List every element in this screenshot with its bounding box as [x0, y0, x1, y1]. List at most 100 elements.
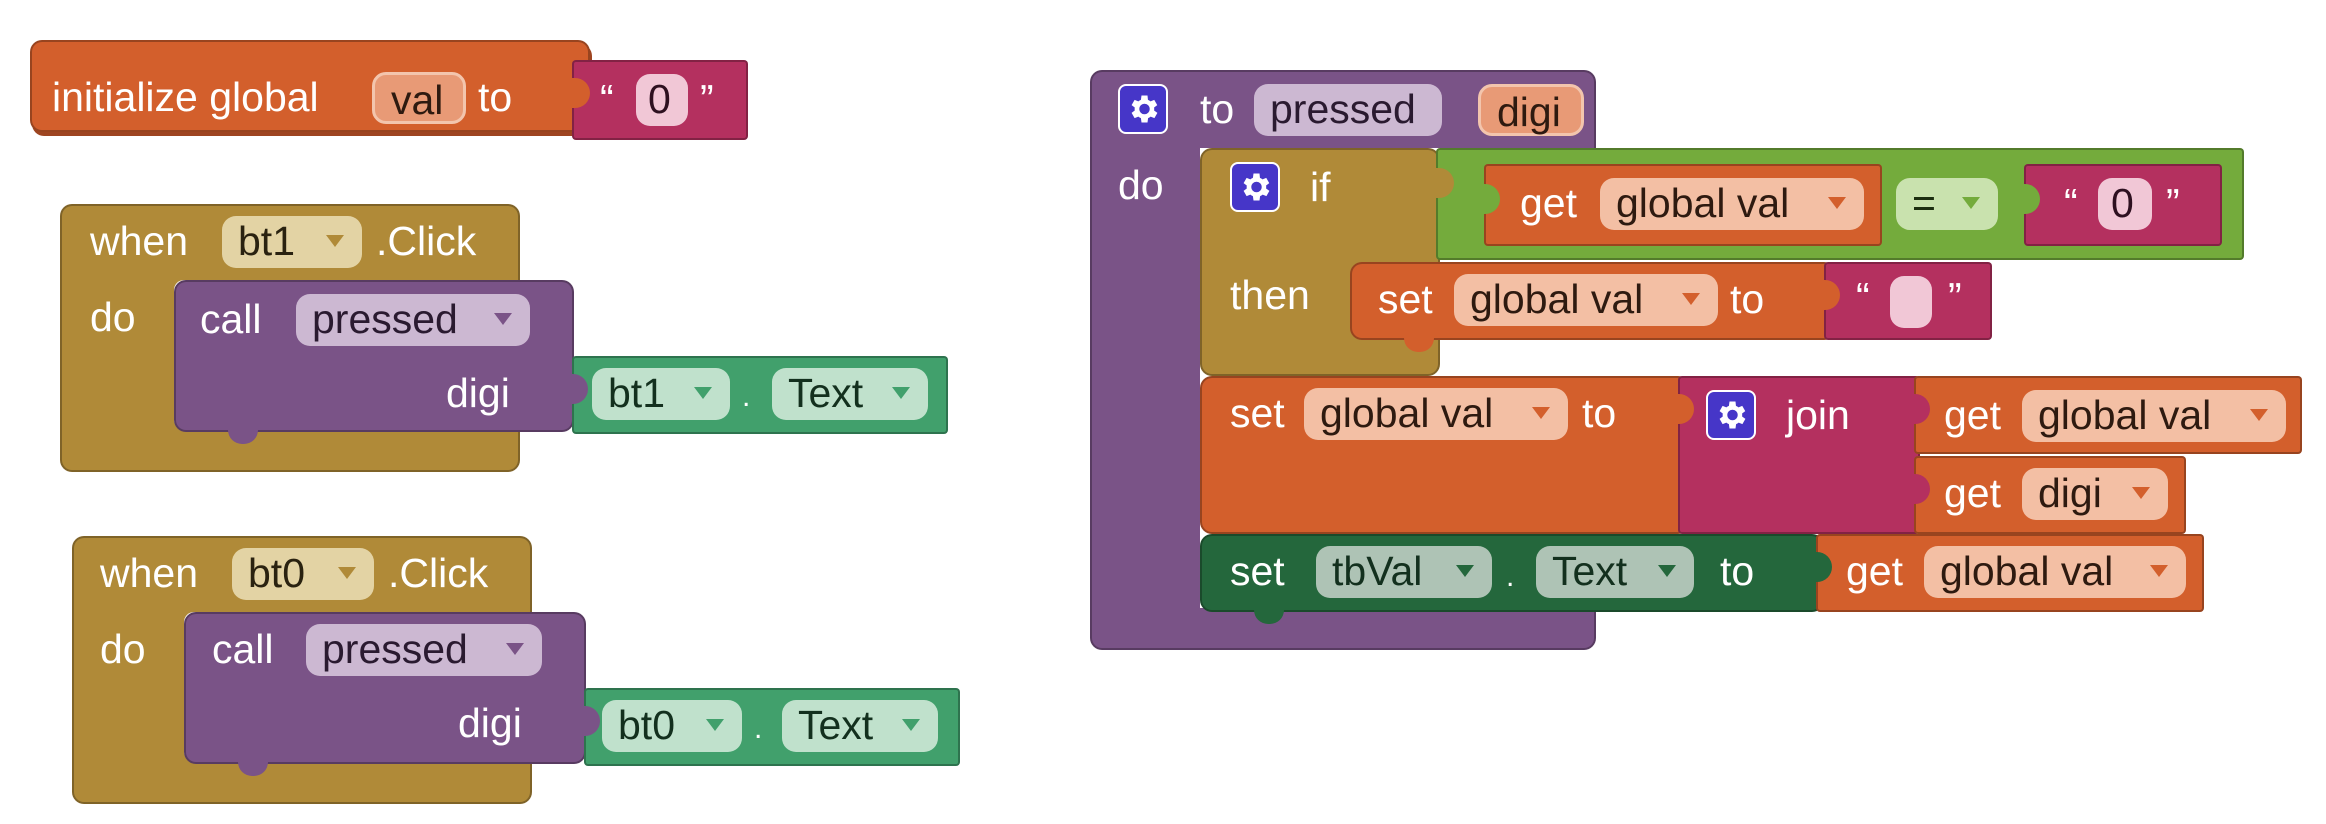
bt1-dot-label: .	[742, 380, 751, 413]
bt1-arg-property-dropdown[interactable]: Text	[772, 368, 928, 420]
bt0-arg-property-dropdown[interactable]: Text	[782, 700, 938, 752]
set-var-dropdown[interactable]: global val	[1454, 274, 1718, 326]
close-quote: ”	[2166, 180, 2180, 226]
if-label: if	[1310, 164, 1331, 210]
set-text-component-dropdown[interactable]: tbVal	[1316, 546, 1492, 598]
triangle-down-icon	[1532, 407, 1550, 419]
close-quote: ”	[700, 76, 714, 122]
procedure-to-label: to	[1200, 86, 1235, 132]
join-get2-var-dropdown[interactable]: digi	[2022, 468, 2168, 520]
triangle-down-icon	[1456, 565, 1474, 577]
set-text-get-var-name: global val	[1940, 548, 2114, 594]
bt1-procedure-dropdown[interactable]: pressed	[296, 294, 530, 346]
triangle-down-icon	[1962, 197, 1980, 209]
set-text-property-name: Text	[1552, 548, 1628, 594]
bt0-arg-component-name: bt0	[618, 702, 675, 748]
join-get1-label: get	[1944, 392, 2001, 438]
open-quote: “	[600, 76, 614, 122]
init-global-var-name-field[interactable]: val	[372, 72, 466, 124]
init-global-to-label: to	[478, 74, 513, 120]
procedure-name: pressed	[1270, 86, 1416, 132]
init-global-label: initialize global	[52, 74, 319, 120]
get-var-name: global val	[1616, 180, 1790, 226]
init-global-text-value-field[interactable]: 0	[636, 74, 688, 126]
gear-icon[interactable]	[1118, 84, 1168, 134]
set-text-dot-label: .	[1506, 560, 1515, 593]
triangle-down-icon	[494, 313, 512, 325]
bt1-procedure-name: pressed	[312, 296, 458, 342]
compare-operator-dropdown[interactable]: =	[1896, 178, 1998, 230]
procedure-name-field[interactable]: pressed	[1254, 84, 1442, 136]
then-label: then	[1230, 272, 1310, 318]
triangle-down-icon	[338, 567, 356, 579]
gear-icon[interactable]	[1230, 162, 1280, 212]
set-text-property-dropdown[interactable]: Text	[1536, 546, 1694, 598]
set-text-get-var-dropdown[interactable]: global val	[1924, 546, 2186, 598]
procedure-param-field[interactable]: digi	[1478, 84, 1584, 136]
set-text-set-label: set	[1230, 548, 1285, 594]
bt0-procedure-dropdown[interactable]: pressed	[306, 624, 542, 676]
procedure-do-label: do	[1118, 162, 1164, 208]
set-join-to-label: to	[1582, 390, 1617, 436]
bt0-dot-label: .	[754, 712, 763, 745]
set-join-set-label: set	[1230, 390, 1285, 436]
get-var-dropdown[interactable]: global val	[1600, 178, 1864, 230]
bt0-component-dropdown[interactable]: bt0	[232, 548, 374, 600]
init-global-var-name: val	[391, 77, 444, 123]
bt0-param-label: digi	[458, 700, 522, 746]
procedure-param-name: digi	[1497, 89, 1561, 135]
bt1-param-label: digi	[446, 370, 510, 416]
triangle-down-icon	[1682, 293, 1700, 305]
bt0-arg-property-name: Text	[798, 702, 874, 748]
triangle-down-icon	[2250, 409, 2268, 421]
close-quote: ”	[1948, 274, 1962, 320]
bt1-arg-property-name: Text	[788, 370, 864, 416]
compare-text-value-field[interactable]: 0	[2098, 178, 2152, 230]
join-get1-var-dropdown[interactable]: global val	[2022, 390, 2286, 442]
bt1-arg-component-name: bt1	[608, 370, 665, 416]
triangle-down-icon	[892, 387, 910, 399]
bt1-when-label: when	[90, 218, 189, 264]
bt0-when-label: when	[100, 550, 199, 596]
bt0-do-label: do	[100, 626, 146, 672]
bt1-do-label: do	[90, 294, 136, 340]
triangle-down-icon	[2150, 565, 2168, 577]
triangle-down-icon	[2132, 487, 2150, 499]
bt0-event-label: .Click	[388, 550, 489, 596]
triangle-down-icon	[902, 719, 920, 731]
empty-text-value-field[interactable]	[1890, 276, 1932, 328]
triangle-down-icon	[506, 643, 524, 655]
bt0-call-label: call	[212, 626, 274, 672]
bt1-call-label: call	[200, 296, 262, 342]
open-quote: “	[2064, 180, 2078, 226]
bt0-component-name: bt0	[248, 550, 305, 596]
bt1-arg-component-dropdown[interactable]: bt1	[592, 368, 730, 420]
gear-icon[interactable]	[1706, 390, 1756, 440]
join-get2-var-name: digi	[2038, 470, 2102, 516]
triangle-down-icon	[1658, 565, 1676, 577]
bt0-arg-component-dropdown[interactable]: bt0	[602, 700, 742, 752]
set-join-var-dropdown[interactable]: global val	[1304, 388, 1568, 440]
init-global-text-value: 0	[648, 76, 671, 122]
bt1-event-label: .Click	[376, 218, 477, 264]
set-text-get-label: get	[1846, 548, 1903, 594]
set-join-var-name: global val	[1320, 390, 1494, 436]
bt1-component-dropdown[interactable]: bt1	[222, 216, 362, 268]
triangle-down-icon	[1828, 197, 1846, 209]
triangle-down-icon	[706, 719, 724, 731]
compare-operator: =	[1912, 180, 1936, 226]
set-to-label: to	[1730, 276, 1765, 322]
join-get1-var-name: global val	[2038, 392, 2212, 438]
set-label: set	[1378, 276, 1433, 322]
open-quote: “	[1856, 274, 1870, 320]
set-text-component-name: tbVal	[1332, 548, 1423, 594]
join-label: join	[1786, 392, 1850, 438]
compare-text-value: 0	[2111, 180, 2134, 226]
set-text-to-label: to	[1720, 548, 1755, 594]
join-get2-label: get	[1944, 470, 2001, 516]
set-var-name: global val	[1470, 276, 1644, 322]
triangle-down-icon	[694, 387, 712, 399]
bt1-component-name: bt1	[238, 218, 295, 264]
set-tbval-text-block[interactable]	[1200, 534, 1824, 612]
bt0-procedure-name: pressed	[322, 626, 468, 672]
